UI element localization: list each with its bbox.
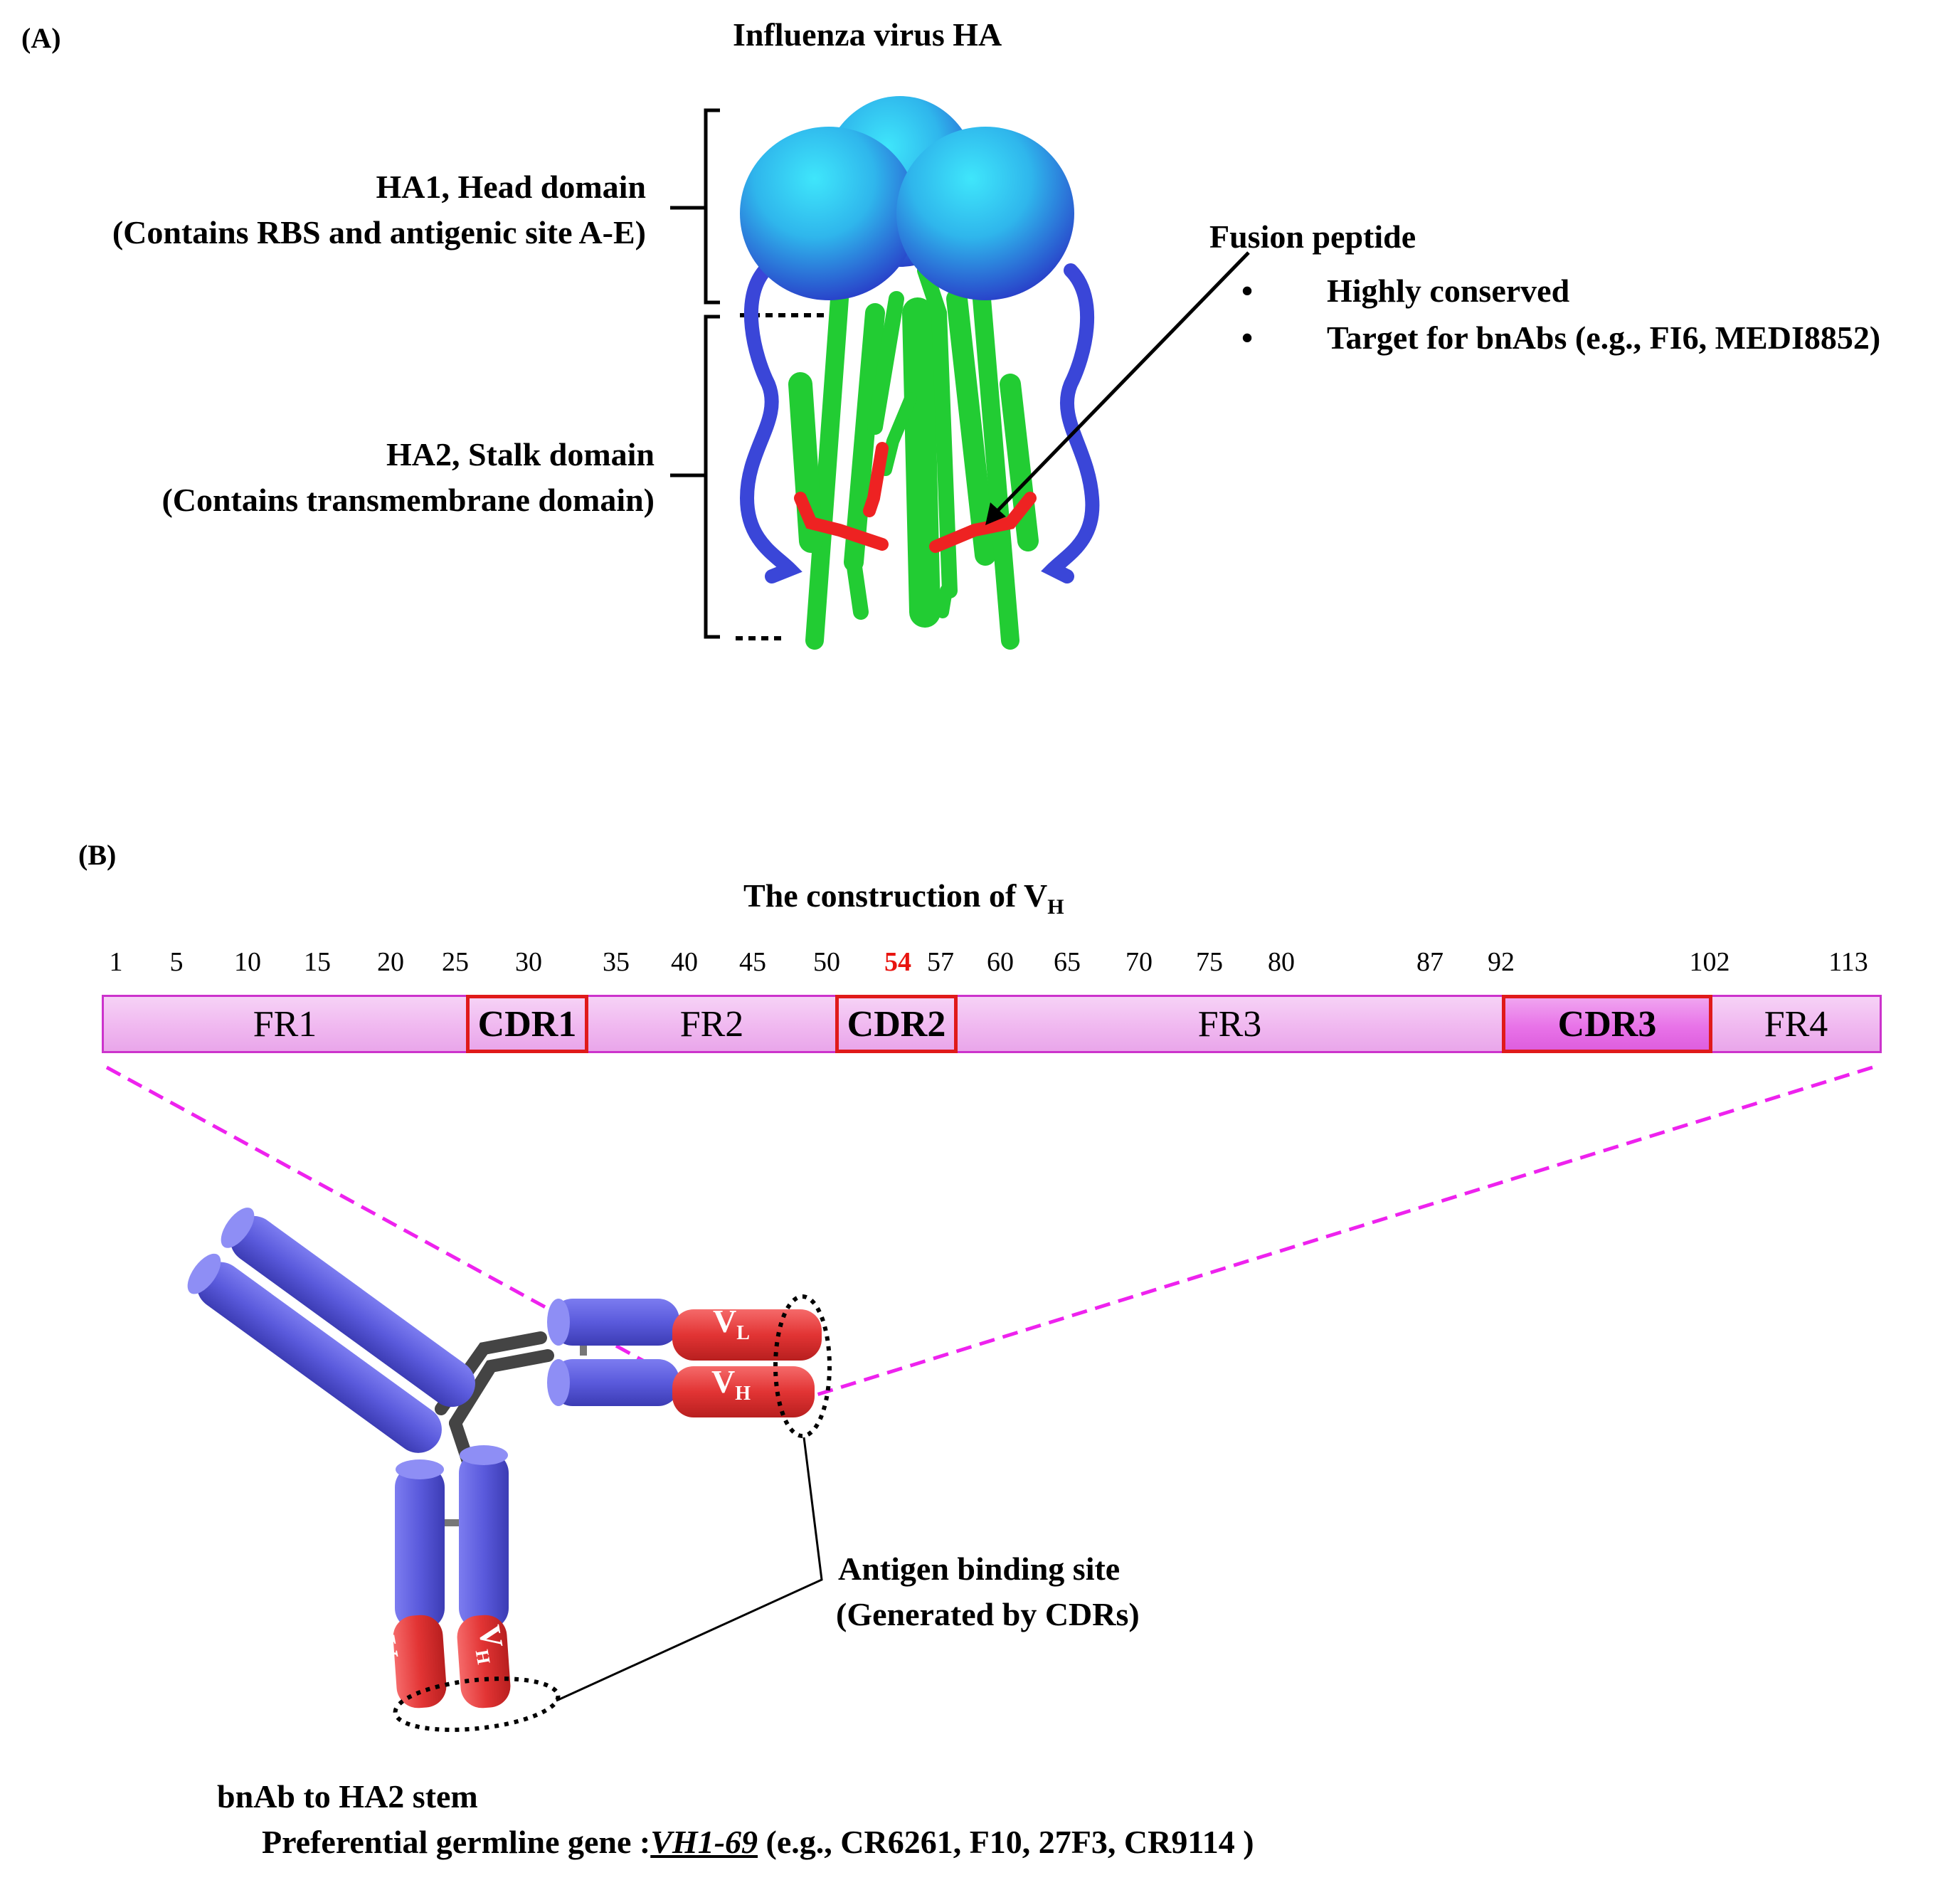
antibody-fab-right bbox=[547, 1299, 822, 1417]
vh-label-right: VH bbox=[711, 1363, 751, 1405]
residue-number: 65 bbox=[1054, 947, 1081, 977]
vh-label-down: VH bbox=[467, 1622, 513, 1666]
vl-label-right: VL bbox=[713, 1302, 750, 1345]
ha-head-domains bbox=[740, 96, 1074, 300]
residue-number: 70 bbox=[1125, 947, 1153, 977]
panel-b-title-sub: H bbox=[1047, 895, 1064, 919]
bullet-mark: • bbox=[1241, 273, 1254, 309]
residue-number: 1 bbox=[109, 947, 123, 977]
residue-number: 60 bbox=[987, 947, 1014, 977]
panel-b-label: (B) bbox=[78, 839, 117, 871]
antibody bbox=[187, 1208, 832, 1732]
residue-number: 92 bbox=[1488, 947, 1515, 977]
ha1-bracket bbox=[670, 108, 720, 305]
residue-number: 5 bbox=[169, 947, 184, 977]
ha-green-helices bbox=[788, 263, 1039, 650]
region-cdr1: CDR1 bbox=[466, 995, 588, 1053]
vl-main: V bbox=[713, 1303, 737, 1339]
region-cdr2: CDR2 bbox=[835, 995, 958, 1053]
vh-main: V bbox=[471, 1622, 510, 1651]
ha2-label-line1: HA2, Stalk domain bbox=[386, 436, 655, 472]
residue-number: 45 bbox=[739, 947, 766, 977]
residue-number: 10 bbox=[234, 947, 261, 977]
residue-number: 20 bbox=[377, 947, 404, 977]
residue-number: 75 bbox=[1196, 947, 1223, 977]
region-cdr3: CDR3 bbox=[1502, 995, 1712, 1053]
region-fr3: FR3 bbox=[958, 995, 1502, 1053]
residue-number: 35 bbox=[603, 947, 630, 977]
vh-sub: H bbox=[735, 1383, 751, 1405]
germline-prefix: Preferential germline gene : bbox=[262, 1824, 651, 1860]
fusion-bullet-2: • Target for bnAbs (e.g., FI6, MEDI8852) bbox=[1241, 319, 1880, 357]
germline-line: Preferential germline gene :VH1-69 (e.g.… bbox=[262, 1823, 1254, 1861]
ha2-bracket bbox=[670, 315, 720, 639]
antibody-fc bbox=[187, 1208, 475, 1453]
residue-number: 57 bbox=[927, 947, 954, 977]
fusion-peptide-segments bbox=[794, 442, 1037, 553]
antigen-binding-label-line2: (Generated by CDRs) bbox=[836, 1596, 1140, 1632]
panel-a-title: Influenza virus HA bbox=[733, 16, 1002, 53]
ha1-label-line1: HA1, Head domain bbox=[376, 169, 646, 205]
fusion-peptide-arrow bbox=[985, 251, 1250, 525]
residue-number: 50 bbox=[813, 947, 840, 977]
residue-number: 80 bbox=[1268, 947, 1295, 977]
vh-main: V bbox=[711, 1363, 736, 1400]
panel-a-label: (A) bbox=[21, 22, 61, 54]
fusion-peptide-title: Fusion peptide bbox=[1209, 218, 1416, 255]
residue-number: 30 bbox=[515, 947, 542, 977]
region-fr4: FR4 bbox=[1712, 995, 1882, 1053]
residue-number: 102 bbox=[1689, 947, 1730, 977]
germline-suffix: (e.g., CR6261, F10, 27F3, CR9114 ) bbox=[758, 1824, 1254, 1860]
residue-number: 25 bbox=[442, 947, 469, 977]
germline-gene: VH1-69 bbox=[650, 1824, 758, 1860]
bnab-label: bnAb to HA2 stem bbox=[217, 1778, 478, 1815]
region-fr2: FR2 bbox=[588, 995, 835, 1053]
residue-number: 15 bbox=[304, 947, 331, 977]
region-fr1: FR1 bbox=[102, 995, 466, 1053]
residue-number-highlight: 54 bbox=[884, 947, 911, 977]
bullet-mark: • bbox=[1241, 320, 1254, 356]
vl-main: V bbox=[366, 1633, 406, 1662]
bullet-text: Highly conserved bbox=[1327, 273, 1570, 309]
bullet-text: Target for bnAbs (e.g., FI6, MEDI8852) bbox=[1327, 320, 1881, 356]
panel-b-title-main: The construction of V bbox=[743, 877, 1048, 914]
vl-sub: L bbox=[736, 1322, 750, 1345]
antigen-binding-label-line1: Antigen binding site bbox=[838, 1551, 1121, 1587]
residue-number: 87 bbox=[1416, 947, 1443, 977]
panel-b-title: The construction of VH bbox=[743, 877, 1064, 919]
residue-number: 40 bbox=[671, 947, 698, 977]
fusion-bullet-1: • Highly conserved bbox=[1241, 272, 1569, 310]
vl-label-down: VL bbox=[362, 1633, 408, 1674]
ha1-label-line2: (Contains RBS and antigenic site A-E) bbox=[112, 214, 646, 250]
antibody-fab-down bbox=[393, 1445, 511, 1709]
antigen-binding-connector bbox=[556, 1437, 823, 1702]
ha-trimer bbox=[739, 96, 1100, 650]
residue-number: 113 bbox=[1828, 947, 1868, 977]
ha2-label-line2: (Contains transmembrane domain) bbox=[161, 482, 655, 518]
antigen-binding-site-outline bbox=[393, 1294, 832, 1732]
